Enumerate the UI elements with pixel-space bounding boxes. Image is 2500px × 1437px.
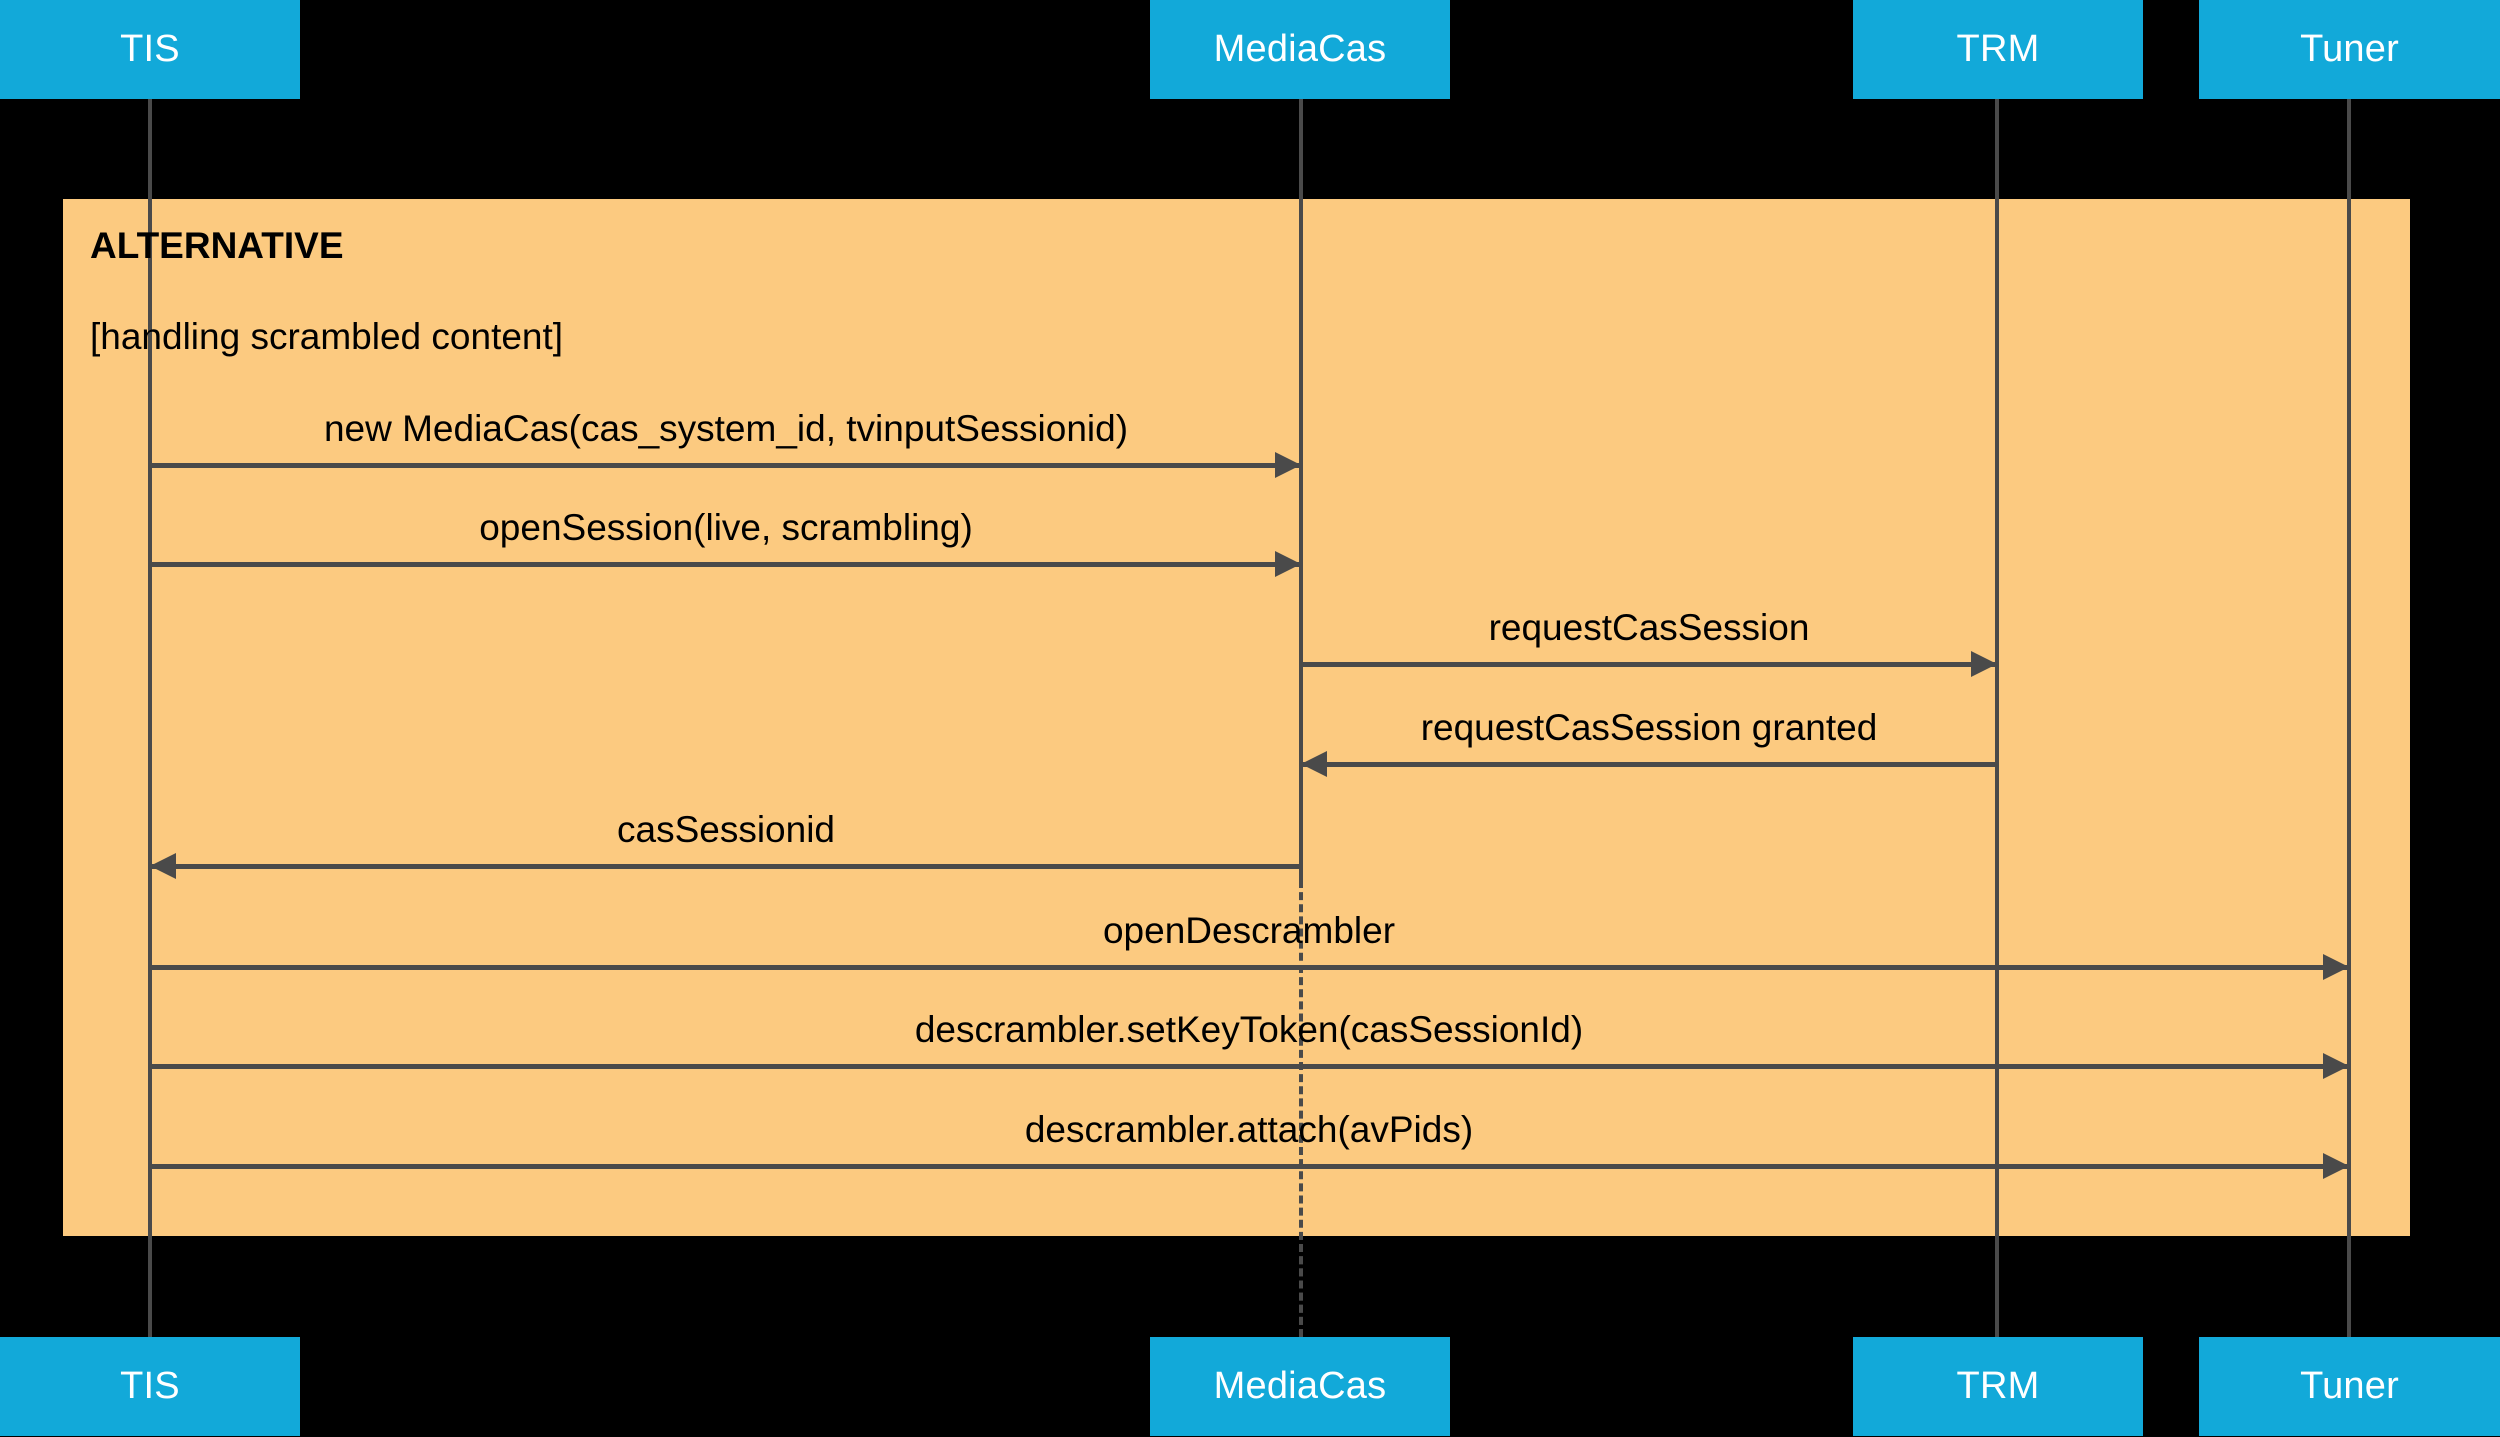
message-arrowhead-1 [1275,551,1301,577]
message-line-1 [150,562,1301,567]
participant-label: MediaCas [1213,28,1387,70]
message-line-0 [150,463,1301,468]
participant-top-tis[interactable]: TIS [0,0,300,99]
message-arrowhead-3 [1301,751,1327,777]
alt-fragment-label: ALTERNATIVE [90,225,344,266]
message-label-7: descrambler.attach(avPids) [1024,1109,1474,1150]
message-line-6 [150,1064,2349,1069]
alt-fragment-condition: [handling scrambled content] [90,316,564,357]
message-line-5 [150,965,2349,970]
participant-label: TRM [1956,1365,2040,1407]
message-arrowhead-5 [2323,954,2349,980]
participant-label: TIS [120,28,180,70]
message-label-4: casSessionid [616,809,836,850]
participant-top-mediacas[interactable]: MediaCas [1150,0,1450,99]
lifeline-overlay-dashed-mediacas [1299,880,1303,1337]
participant-bottom-mediacas[interactable]: MediaCas [1150,1337,1450,1436]
participant-label: Tuner [2300,1365,2399,1407]
message-arrowhead-0 [1275,452,1301,478]
message-line-3 [1301,762,1997,767]
message-arrowhead-7 [2323,1153,2349,1179]
message-line-2 [1301,662,1997,667]
message-arrowhead-4 [150,853,176,879]
message-arrowhead-2 [1971,651,1997,677]
message-label-5: openDescrambler [1102,910,1396,951]
participant-label: MediaCas [1213,1365,1387,1407]
lifeline-overlay-trm [1995,99,1999,1337]
lifeline-overlay-tis [148,99,152,1337]
participant-bottom-trm[interactable]: TRM [1853,1337,2143,1436]
participant-top-tuner[interactable]: Tuner [2199,0,2500,99]
message-line-7 [150,1164,2349,1169]
message-label-2: requestCasSession [1488,607,1810,648]
participant-bottom-tis[interactable]: TIS [0,1337,300,1436]
message-label-0: new MediaCas(cas_system_id, tvinputSessi… [323,408,1129,449]
lifeline-overlay-mediacas [1299,99,1303,880]
participant-label: TIS [120,1365,180,1407]
message-label-1: openSession(live, scrambling) [479,507,973,548]
participant-top-trm[interactable]: TRM [1853,0,2143,99]
message-label-6: descrambler.setKeyToken(casSessionId) [914,1009,1584,1050]
message-label-3: requestCasSession granted [1420,707,1878,748]
lifeline-overlay-tuner [2347,99,2351,1337]
message-line-4 [150,864,1301,869]
message-arrowhead-6 [2323,1053,2349,1079]
participant-label: Tuner [2300,28,2399,70]
participant-label: TRM [1956,28,2040,70]
participant-bottom-tuner[interactable]: Tuner [2199,1337,2500,1436]
alt-fragment [63,199,2410,1236]
